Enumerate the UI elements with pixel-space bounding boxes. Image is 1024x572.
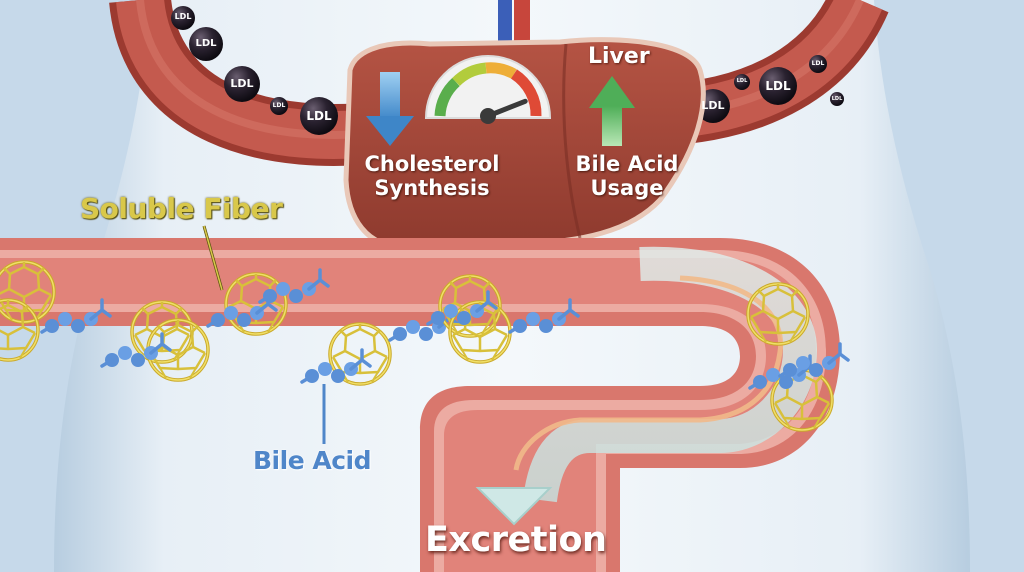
ldl-particle-icon [300,97,338,135]
liver-label: Liver [588,44,650,69]
ldl-particle-icon [830,92,844,106]
ldl-particle-icon [734,74,750,90]
ldl-label: LDL [195,38,217,49]
up-arrow-icon [589,76,635,146]
ldl-label: LDL [272,102,286,109]
ldl-particle-icon [224,66,260,102]
ldl-particle-icon [189,27,223,61]
cholesterol-synthesis-label: Cholesterol Synthesis [352,152,512,200]
cholesterol-line1: Cholesterol [364,152,500,176]
ldl-label: LDL [174,12,192,21]
ldl-particle-icon [171,6,195,30]
down-arrow-icon [366,72,414,146]
bile-usage-line1: Bile Acid [575,152,679,176]
ldl-label: LDL [811,60,825,67]
ldl-label: LDL [306,109,332,123]
ldl-label: LDL [736,78,748,84]
gauge-icon [424,55,552,124]
ldl-particle-icon [270,97,288,115]
bile-usage-line2: Usage [590,176,664,200]
bile-acid-label: Bile Acid [253,446,372,475]
ldl-label: LDL [230,77,254,90]
cholesterol-line2: Synthesis [374,176,490,200]
ldl-particle-icon [759,67,797,105]
ldl-particle-icon [809,55,827,73]
ldl-label: LDL [701,99,725,112]
excretion-label: Excretion [425,520,607,560]
ldl-label: LDL [765,79,791,93]
bile-acid-usage-label: Bile Acid Usage [566,152,688,200]
ldl-label: LDL [831,96,843,102]
soluble-fiber-label: Soluble Fiber [80,192,283,225]
